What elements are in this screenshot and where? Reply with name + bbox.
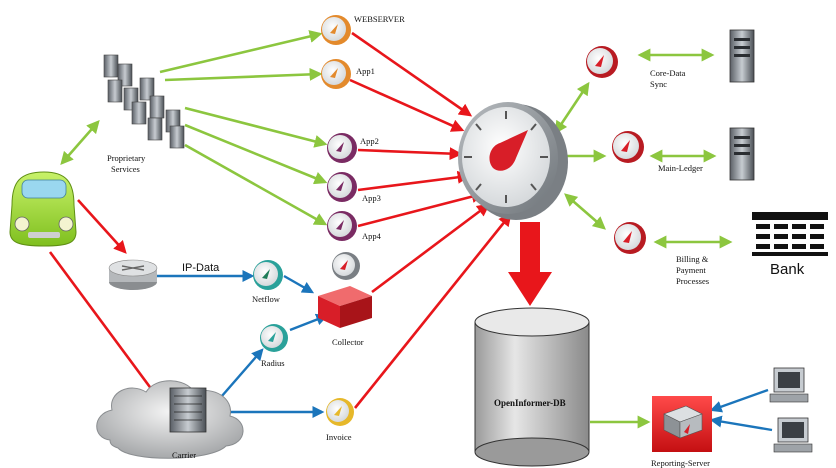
- central-hub-gauge[interactable]: [458, 102, 568, 220]
- arrow-webserver-hub: [351, 31, 473, 117]
- label-carrier: Carrier: [172, 450, 196, 460]
- gauge-invoice[interactable]: [326, 398, 354, 426]
- label-invoice: Invoice: [326, 432, 352, 442]
- client-workstation-2[interactable]: [773, 417, 813, 453]
- router-icon[interactable]: [108, 259, 158, 290]
- red-arrows: [48, 31, 512, 409]
- label-app4: App4: [362, 231, 382, 241]
- label-billing-2: Payment: [676, 265, 706, 275]
- arrow-collector-hub: [371, 203, 491, 294]
- arrow-app2-hub: [357, 147, 463, 161]
- database-cylinder[interactable]: [474, 307, 590, 467]
- gauge-core-data[interactable]: [586, 46, 618, 78]
- core-data-server[interactable]: [729, 29, 755, 83]
- label-main-ledger: Main-Ledger: [658, 163, 703, 173]
- gauge-netflow[interactable]: [253, 260, 283, 290]
- label-app1: App1: [356, 66, 375, 76]
- label-bank: Bank: [770, 261, 805, 278]
- arrow-app4-hub: [357, 190, 485, 228]
- car-icon[interactable]: [9, 171, 77, 247]
- arrow-car-services: [60, 120, 100, 165]
- gauge-main-ledger[interactable]: [612, 131, 644, 163]
- label-webserver: WEBSERVER: [354, 14, 405, 24]
- label-db: OpenInformer-DB: [494, 398, 566, 408]
- arrow-services-app2: [184, 106, 328, 148]
- bank-icon[interactable]: [752, 212, 828, 256]
- arrow-hub-coredata: [554, 81, 590, 135]
- gauge-app2[interactable]: [327, 133, 357, 163]
- label-app3: App3: [362, 193, 381, 203]
- arrow-hub-billing: [564, 193, 606, 230]
- label-ip-data: IP-Data: [182, 262, 220, 274]
- arrow-client2-reporting: [709, 415, 773, 432]
- gauge-app4[interactable]: [327, 211, 357, 241]
- main-ledger-server[interactable]: [729, 127, 755, 181]
- label-core-data-2: Sync: [650, 79, 667, 89]
- carrier-cloud[interactable]: [96, 380, 244, 459]
- label-reporting: Reporting-Server: [651, 458, 710, 468]
- gauge-app3[interactable]: [327, 172, 357, 202]
- arrow-app1-hub: [349, 78, 465, 132]
- hub-to-db-arrow: [508, 222, 552, 306]
- arrow-services-webserver: [159, 30, 323, 74]
- arrow-car-carrier: [48, 251, 160, 401]
- arrow-car-router: [77, 199, 127, 254]
- label-proprietary-1: Proprietary: [107, 153, 146, 163]
- collector-box[interactable]: [318, 252, 372, 328]
- arrow-services-app4: [184, 143, 328, 226]
- label-proprietary-2: Services: [111, 164, 140, 174]
- label-radius: Radius: [261, 358, 285, 368]
- reporting-server-box[interactable]: [652, 396, 712, 452]
- label-netflow: Netflow: [252, 294, 281, 304]
- arrow-client1-reporting: [709, 388, 769, 413]
- label-core-data-1: Core-Data: [650, 68, 686, 78]
- label-billing-3: Processes: [676, 276, 709, 286]
- arrow-invoice-hub: [353, 212, 512, 409]
- gauge-webserver[interactable]: [321, 15, 351, 45]
- label-collector: Collector: [332, 337, 364, 347]
- green-arrows: [60, 30, 733, 429]
- arrow-netflow-collector: [283, 274, 315, 294]
- gauge-radius[interactable]: [260, 324, 288, 352]
- client-workstation-1[interactable]: [769, 367, 809, 403]
- label-app2: App2: [360, 136, 379, 146]
- proprietary-services-servers[interactable]: [103, 54, 185, 149]
- arrow-services-app1: [164, 67, 323, 82]
- arrow-services-app3: [184, 123, 328, 185]
- label-billing-1: Billing &: [676, 254, 709, 264]
- arrow-app3-hub: [357, 170, 471, 192]
- gauge-billing[interactable]: [614, 222, 646, 254]
- gauge-app1[interactable]: [321, 59, 351, 89]
